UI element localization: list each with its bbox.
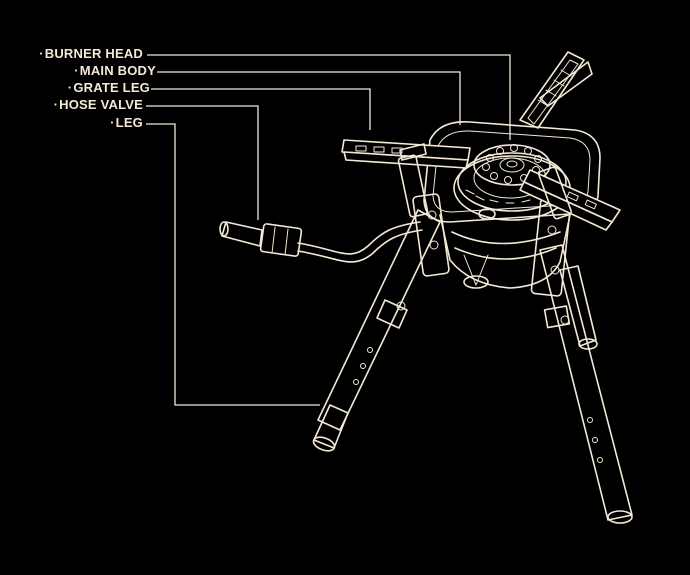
leader-grate-leg bbox=[151, 88, 371, 130]
callout-burner-head: BURNER HEAD bbox=[39, 46, 143, 62]
leg-right bbox=[539, 244, 633, 524]
leader-lines bbox=[146, 54, 511, 406]
leader-leg bbox=[146, 123, 320, 406]
grate-leg-back bbox=[519, 51, 593, 129]
callout-main-body: MAIN BODY bbox=[74, 63, 156, 79]
hose-valve bbox=[219, 221, 423, 263]
leader-main-body bbox=[157, 71, 461, 125]
grate-leg-left bbox=[341, 139, 471, 218]
top-frame bbox=[423, 121, 601, 223]
leader-burner-head bbox=[147, 54, 511, 140]
callout-leg: LEG bbox=[110, 115, 143, 131]
leg-left bbox=[312, 209, 441, 452]
leader-hose-valve bbox=[146, 105, 259, 220]
main-body bbox=[412, 193, 572, 297]
leg-back bbox=[463, 254, 598, 350]
grate-leg-right bbox=[519, 166, 621, 231]
callout-grate-leg: GRATE LEG bbox=[68, 80, 150, 96]
callout-hose-valve: HOSE VALVE bbox=[54, 97, 143, 113]
